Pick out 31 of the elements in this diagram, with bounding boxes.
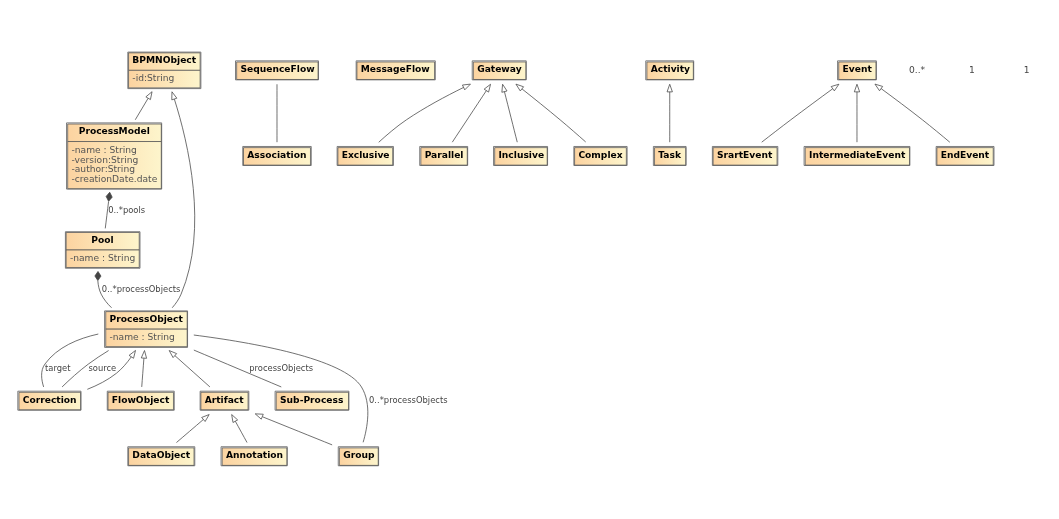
arrow — [171, 91, 196, 309]
arrow — [231, 414, 248, 443]
arrow — [451, 83, 491, 143]
edge-label: source — [88, 362, 117, 373]
label: 1 — [969, 64, 975, 75]
arrow — [874, 83, 951, 143]
arrow — [168, 350, 211, 388]
connector — [104, 191, 113, 229]
edge-label: processObjects — [249, 362, 314, 373]
label: 1 — [1023, 64, 1030, 75]
arrow — [378, 83, 471, 143]
arrow — [254, 413, 333, 446]
label: 0..* — [909, 64, 926, 75]
arrow — [176, 414, 210, 443]
arrow — [853, 83, 860, 143]
arrow — [761, 83, 840, 143]
arrow — [515, 83, 587, 143]
connector — [193, 349, 282, 388]
arrow — [666, 83, 673, 143]
arrow — [86, 350, 136, 390]
connector — [41, 333, 99, 388]
connector — [94, 271, 112, 309]
connector — [193, 334, 369, 443]
connector — [61, 350, 109, 388]
edge-label: 0..*processObjects — [369, 394, 448, 405]
arrow — [140, 350, 147, 388]
edge-label: 0..*processObjects — [101, 283, 181, 294]
edge-label: target — [45, 362, 71, 373]
arrow — [501, 83, 518, 143]
edge-label: 0..*pools — [108, 204, 146, 215]
arrow — [134, 91, 153, 121]
